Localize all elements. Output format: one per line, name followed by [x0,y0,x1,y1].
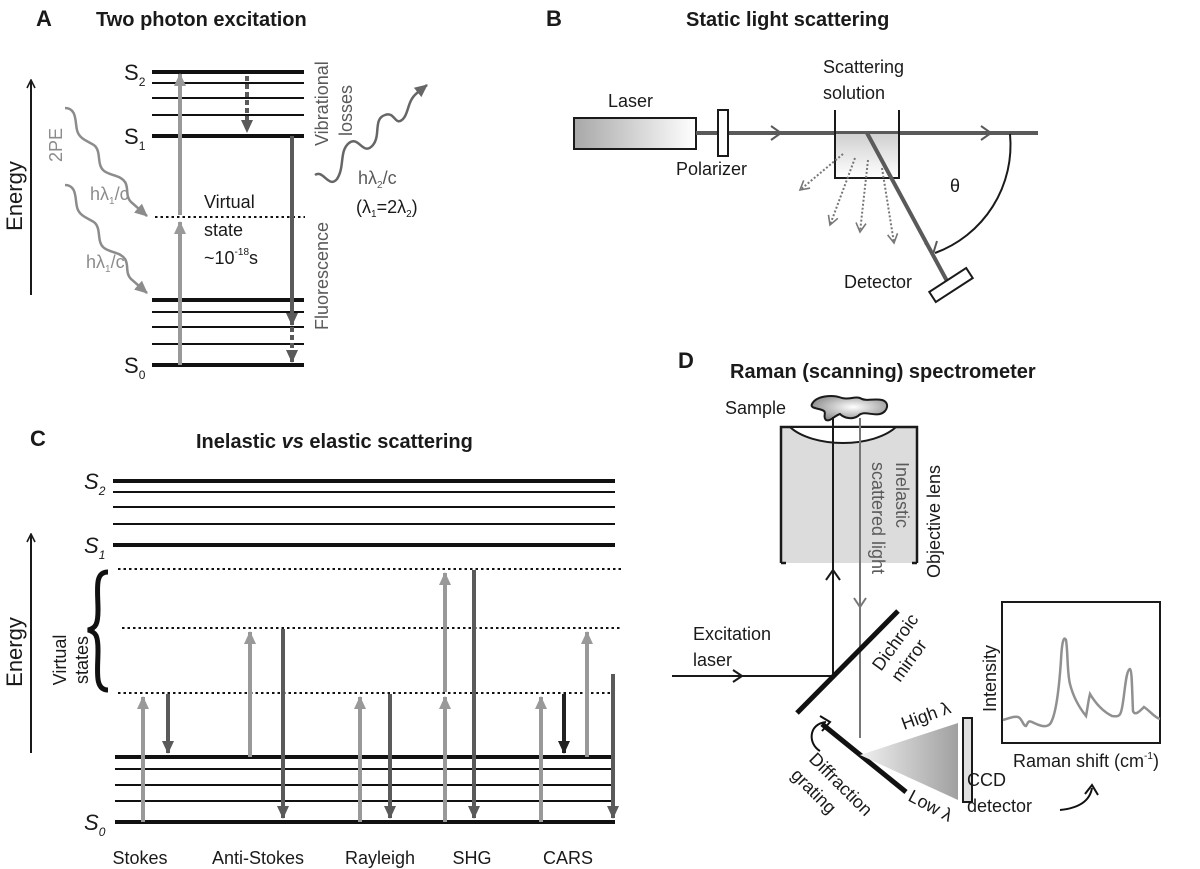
angle-arc [934,133,1012,254]
process-label-anti-stokes: Anti-Stokes [212,848,304,868]
ccd-label: CCD [967,770,1006,790]
label-s1-c: S1 [84,533,105,562]
losses-label: losses [336,85,356,136]
scattered-arrow [853,597,867,609]
intensity-label: Intensity [980,645,1000,712]
solution-label: Scattering [823,57,904,77]
tpe-label: 2PE [46,128,66,162]
emitted-photon-energy: hλ2/c [358,168,397,191]
ccd-to-spectrum-arrow [1059,787,1093,811]
scatter-arrow [798,153,844,192]
raman-spectrum-curve [1002,637,1161,728]
label-s0-c: S0 [84,810,106,839]
label-s2-c: S2 [84,469,106,498]
sample [810,395,888,422]
panel-b-title: Static light scattering [686,9,889,31]
scatter-arrow [881,167,899,245]
virtual-state-label-2: state [204,220,243,240]
vibrational-label: Vibrational [312,61,332,146]
diffraction-grating [820,722,908,794]
fluorescence-label: Fluorescence [312,222,332,330]
states-label: states [72,636,92,684]
excitation-label-2: laser [693,650,732,670]
label-s1: S1 [124,124,146,153]
rotation-arrowhead [819,715,832,732]
detector [927,266,975,304]
detector-label: Detector [844,272,912,292]
dispersed-light-fan [860,723,958,800]
virtual-state-label: Virtual [204,192,255,212]
cuvette [834,110,900,179]
detector-label: detector [967,796,1032,816]
wavelength-relation: (λ1=2λ2) [356,197,418,220]
polarizer [717,109,729,157]
energy-axis-label: Energy [2,161,27,231]
lens-element [787,426,899,444]
scattered-beam [865,132,949,282]
energy-axis-label-c: Energy [2,617,27,687]
objective-body [781,427,917,563]
label-s0: S0 [124,353,146,382]
laser-label: Laser [608,91,653,111]
ccd-to-spectrum-arrowhead [1084,783,1099,796]
virtual-lifetime: ~10-18s [204,247,258,268]
panel-c-letter: C [30,426,46,451]
energy-levels-c [113,479,622,824]
process-label-stokes: Stokes [112,848,167,868]
photon-wave-1 [64,106,148,217]
panel-a: A Two photon excitation Energy S2 S1 S0 [2,6,428,382]
panel-b-letter: B [546,6,562,31]
dichroic-mirror [795,609,900,715]
panel-d-title: Raman (scanning) spectrometer [730,361,1036,383]
virtual-label: Virtual [50,635,70,686]
ccd-detector [962,717,973,803]
beam-arrow-2 [980,125,993,141]
energy-levels-a [152,70,305,367]
polarizer-label: Polarizer [676,159,747,179]
panel-a-letter: A [36,6,52,31]
angle-theta: θ [950,176,960,196]
rotation-arrow [810,721,827,752]
process-label-shg: SHG [452,848,491,868]
laser-box [573,117,697,150]
virtual-states-brace [87,569,109,693]
sample-label: Sample [725,398,786,418]
beam-arrow [770,125,783,141]
scattered-light-label: scattered light [868,462,888,574]
raman-shift-label: Raman shift (cm-1) [1013,751,1159,771]
process-label-rayleigh: Rayleigh [345,848,415,868]
photon-energy-1: hλ1/c [90,184,129,207]
panel-c-title: Inelastic vs elastic scattering [196,431,473,453]
photon-energy-2: hλ1/c [86,252,125,275]
emitted-photon-wave [314,84,428,183]
panel-d: D Raman (scanning) spectrometer Objectiv… [672,348,1161,826]
excitation-arrow [732,669,744,683]
process-label-cars: CARS [543,848,593,868]
label-s2: S2 [124,60,146,89]
panel-d-letter: D [678,348,694,373]
excitation-label: Excitation [693,624,771,644]
scattered-beam-arrow [924,240,938,257]
spectrum-box [1001,601,1161,744]
panel-c: C Inelastic vs elastic scattering Energy… [2,426,622,868]
objective-label: Objective lens [924,465,944,578]
panel-a-title: Two photon excitation [96,9,307,31]
inelastic-label: Inelastic [892,462,912,528]
scatter-arrow [855,159,869,234]
excitation-up-arrow [825,568,841,581]
solution-label-2: solution [823,83,885,103]
photon-wave-2 [64,183,148,294]
panel-b: B Static light scattering Laser Polarize… [546,6,1038,304]
